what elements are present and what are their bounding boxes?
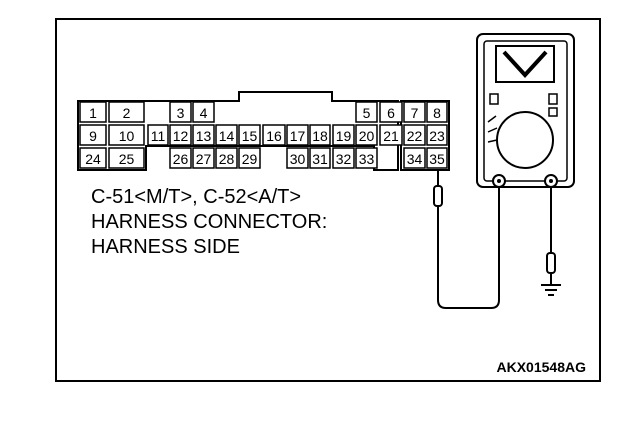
pin-number-27: 27 [196, 151, 212, 167]
connector-pin-cell [192, 147, 215, 169]
pin-number-35: 35 [429, 151, 445, 167]
pin-number-25: 25 [119, 151, 135, 167]
ground-icon [541, 284, 561, 296]
multimeter [476, 33, 575, 188]
mode-indicator-icon [548, 107, 558, 117]
connector-pin-cell [79, 101, 107, 123]
probe-tip [546, 252, 556, 274]
pin-number-17: 17 [290, 128, 306, 144]
selector-dial [496, 111, 554, 169]
connector-pin-cell [169, 147, 192, 169]
connector-pin-cell [426, 101, 448, 123]
pin-number-31: 31 [312, 151, 328, 167]
pin-number-2: 2 [123, 105, 131, 121]
connector-outline [77, 91, 399, 171]
connector-pin-cell [262, 124, 286, 146]
connector-pin-cell [215, 124, 238, 146]
probe-socket-com-inner [497, 179, 501, 183]
diagram-frame [55, 18, 601, 382]
connector-pin-cell [379, 124, 403, 146]
pin-number-12: 12 [173, 128, 189, 144]
pin-number-1: 1 [89, 105, 97, 121]
connector-pin-cell [169, 124, 192, 146]
pin-number-23: 23 [429, 128, 445, 144]
probe-lead-positive [433, 170, 500, 309]
pin-number-9: 9 [89, 128, 97, 144]
connector-pin-cell [403, 101, 426, 123]
pin-number-14: 14 [219, 128, 235, 144]
connector-pin-cell [286, 124, 309, 146]
pin-number-32: 32 [336, 151, 352, 167]
connector-pin-cell [379, 101, 403, 123]
connector-pin-cell [215, 147, 238, 169]
pin-number-22: 22 [407, 128, 423, 144]
selector-scale-icon [487, 115, 498, 143]
pin-number-26: 26 [173, 151, 189, 167]
pin-number-20: 20 [359, 128, 375, 144]
pin-number-3: 3 [177, 105, 185, 121]
connector-pin-cell [332, 124, 355, 146]
connector-pin-cell [286, 147, 309, 169]
connector-pin-cell [108, 101, 145, 123]
connector-pin-cell [192, 101, 215, 123]
pin-number-7: 7 [411, 105, 419, 121]
connector-pin-cell [238, 147, 261, 169]
caption-connector-type: HARNESS CONNECTOR: [91, 211, 328, 233]
connector-pin-cell [355, 101, 378, 123]
pin-number-19: 19 [336, 128, 352, 144]
range-indicator-icon [489, 93, 499, 105]
multimeter-inner [483, 40, 568, 182]
connector-pin-cell [309, 124, 331, 146]
probe-socket-volt-inner [549, 179, 553, 183]
multimeter-needle-icon [502, 50, 548, 78]
pin-number-13: 13 [196, 128, 212, 144]
pin-number-11: 11 [151, 128, 166, 144]
connector-pin-cell [79, 124, 107, 146]
probe-lead-ground [541, 187, 561, 296]
connector-pin-cell [309, 147, 331, 169]
connector-pin-cell [355, 147, 378, 169]
pin-number-10: 10 [119, 128, 135, 144]
caption-connector-side: HARNESS SIDE [91, 236, 240, 258]
pin-number-4: 4 [200, 105, 208, 121]
pin-number-21: 21 [383, 128, 399, 144]
connector-pin-cell [426, 124, 448, 146]
connector-pin-cell [192, 124, 215, 146]
caption-connector-id: C-51<M/T>, C-52<A/T> [91, 186, 302, 208]
connector-pin-cell [147, 124, 169, 146]
pin-number-8: 8 [433, 105, 441, 121]
connector-pin-cell [426, 147, 448, 169]
pin-number-30: 30 [290, 151, 306, 167]
pin-number-28: 28 [219, 151, 235, 167]
pin-number-6: 6 [387, 105, 395, 121]
pin-number-15: 15 [242, 128, 258, 144]
connector-pin-cell [108, 147, 145, 169]
connector-pin-cell [332, 147, 355, 169]
probe-tip [433, 185, 443, 207]
connector-pin-cell [108, 124, 145, 146]
connector-pin-cell [403, 147, 426, 169]
pin-number-5: 5 [363, 105, 371, 121]
pin-number-18: 18 [312, 128, 328, 144]
pin-number-24: 24 [85, 151, 101, 167]
pin-number-33: 33 [359, 151, 375, 167]
reference-code: AKX01548AG [496, 359, 587, 375]
connector-pin-cell [169, 101, 192, 123]
pin-number-34: 34 [407, 151, 423, 167]
pin-number-29: 29 [242, 151, 258, 167]
pin-number-16: 16 [266, 128, 282, 144]
connector-pin-cell [238, 124, 261, 146]
mode-indicator-icon [548, 93, 558, 105]
connector-pin-cell [355, 124, 378, 146]
connector-pin-cell [403, 124, 426, 146]
probe-wire [437, 187, 500, 309]
connector-pin-cell [79, 147, 107, 169]
